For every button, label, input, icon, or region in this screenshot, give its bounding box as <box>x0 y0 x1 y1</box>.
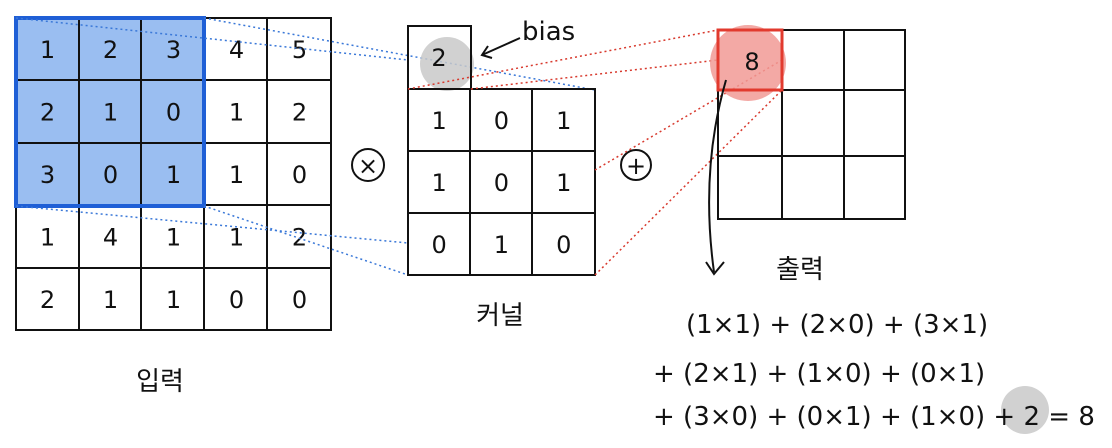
bias-value: 2 <box>431 44 446 72</box>
kernel-cell: 1 <box>556 169 571 197</box>
input-cell: 5 <box>292 36 307 64</box>
formula-line-3-result: = 8 <box>1040 402 1095 432</box>
input-cell: 1 <box>166 161 181 189</box>
input-matrix: 1 2 3 4 5 2 1 0 1 2 3 0 1 1 0 1 4 1 1 2 2 1 1 0 0 입력 <box>14 16 332 397</box>
output-arrow <box>708 79 727 273</box>
output-label: 출력 <box>776 255 824 285</box>
svg-text:×: × <box>358 152 378 180</box>
input-cell: 1 <box>103 99 118 127</box>
kernel-cell: 0 <box>494 107 509 135</box>
kernel-cell: 1 <box>432 107 447 135</box>
input-cell: 1 <box>229 99 244 127</box>
formula: (1×1) + (2×0) + (3×1) + (2×1) + (1×0) + … <box>653 310 1095 434</box>
input-cell: 4 <box>103 223 118 251</box>
formula-line-1: (1×1) + (2×0) + (3×1) <box>686 310 988 340</box>
multiply-operator: × <box>351 148 385 182</box>
input-cell: 2 <box>292 99 307 127</box>
input-cell: 0 <box>292 161 307 189</box>
input-cell: 0 <box>229 286 244 314</box>
svg-text:+: + <box>626 152 646 180</box>
input-cell: 1 <box>40 223 55 251</box>
bias-highlight <box>420 37 474 91</box>
input-cell: 3 <box>166 36 181 64</box>
output-highlight <box>710 25 786 101</box>
input-cell: 1 <box>103 286 118 314</box>
input-cell: 2 <box>40 99 55 127</box>
formula-line-3-bias: 2 <box>1023 402 1040 432</box>
kernel-cell: 0 <box>432 231 447 259</box>
input-cell: 1 <box>166 223 181 251</box>
output-grid-lines <box>717 29 906 220</box>
formula-line-3-main: + (3×0) + (0×1) + (1×0) + <box>653 402 1023 432</box>
kernel-cell: 0 <box>556 231 571 259</box>
input-cell: 0 <box>103 161 118 189</box>
formula-line-3: + (3×0) + (0×1) + (1×0) + 2 = 8 <box>653 402 1095 432</box>
input-cell: 1 <box>229 223 244 251</box>
input-cell: 4 <box>229 36 244 64</box>
input-cell: 1 <box>229 161 244 189</box>
kernel-cell: 1 <box>432 169 447 197</box>
output-matrix: 8 출력 <box>705 25 906 285</box>
input-cell: 2 <box>40 286 55 314</box>
bias-arrow <box>480 37 521 59</box>
input-cell: 2 <box>103 36 118 64</box>
formula-line-2: + (2×1) + (1×0) + (0×1) <box>653 359 985 389</box>
input-label: 입력 <box>136 367 184 397</box>
input-cell: 2 <box>292 223 307 251</box>
kernel-cell: 1 <box>556 107 571 135</box>
kernel-cell: 0 <box>494 169 509 197</box>
input-cell: 1 <box>166 286 181 314</box>
kernel-grid-lines <box>407 88 596 276</box>
kernel-label: 커널 <box>476 301 524 331</box>
input-to-kernel-lines <box>15 17 596 276</box>
input-cell: 0 <box>166 99 181 127</box>
input-cell: 3 <box>40 161 55 189</box>
output-first-cell-border <box>716 28 784 92</box>
input-cell: 0 <box>292 286 307 314</box>
input-cell: 1 <box>40 36 55 64</box>
output-first-value: 8 <box>744 48 759 76</box>
add-operator: + <box>620 149 652 181</box>
kernel-matrix: 2 bias 1 0 1 1 0 1 0 1 0 커널 <box>407 17 596 331</box>
kernel-cell: 1 <box>494 231 509 259</box>
input-window-border <box>14 16 206 208</box>
bias-label: bias <box>522 17 575 47</box>
output-arrow-head <box>705 261 725 276</box>
formula-bias-highlight <box>1001 386 1049 434</box>
input-highlight <box>16 18 204 206</box>
